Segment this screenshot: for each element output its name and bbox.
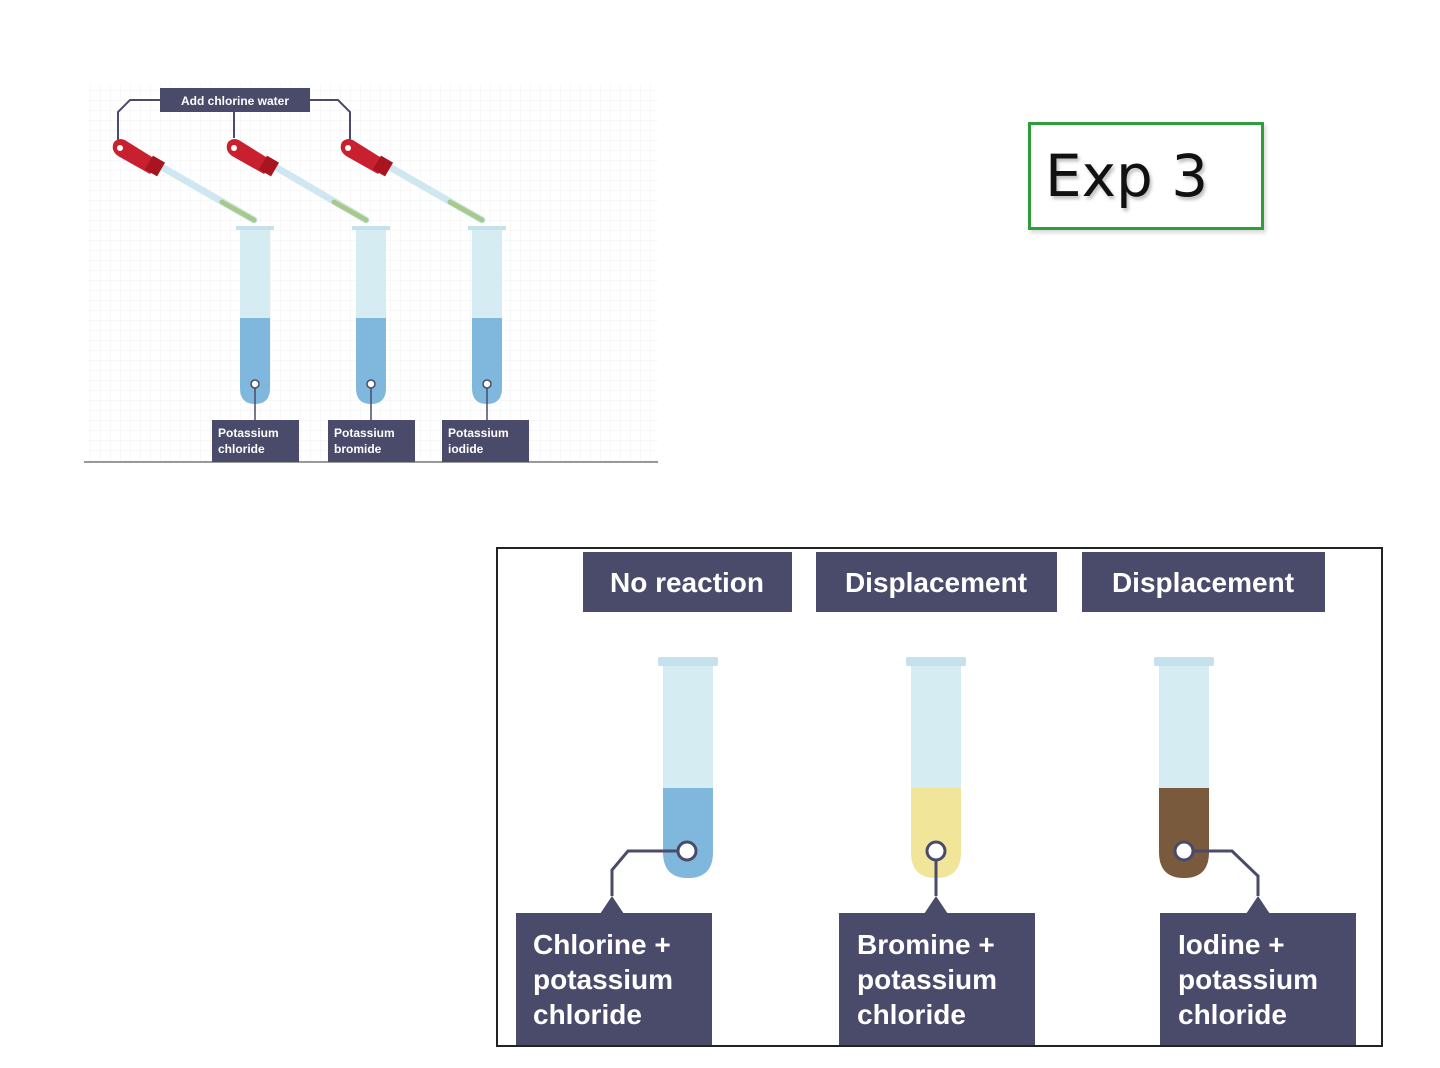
setup-label-2-line1: Potassium [334,426,395,440]
result-label-2: Bromine + potassium chloride [839,913,1035,1045]
setup-label-3: Potassium iodide [442,420,529,462]
setup-label-1-line2: chloride [218,442,265,456]
result-label-3-line2: potassium [1178,964,1318,995]
outcome-header-1: No reaction [583,552,792,612]
outcome-header-3: Displacement [1082,552,1325,612]
outcome-2-text: Displacement [845,567,1027,598]
setup-tube-1 [236,226,274,420]
result-tube-1 [600,657,718,914]
result-label-1-line1: Chlorine + [533,929,671,960]
setup-tube-3 [468,226,506,420]
results-panel: No reaction Displacement Displacement [496,547,1383,1047]
result-label-3: Iodine + potassium chloride [1160,913,1356,1045]
result-label-2-line1: Bromine + [857,929,995,960]
dropper-1 [112,139,258,224]
result-tube-2 [906,657,966,914]
result-label-1-line3: chloride [533,999,642,1030]
dropper-2 [226,139,370,224]
outcome-1-text: No reaction [610,567,764,598]
setup-label-3-line2: iodide [448,442,484,456]
result-label-1: Chlorine + potassium chloride [516,913,712,1045]
setup-label-1: Potassium chloride [212,420,299,462]
result-tube-3 [1154,657,1270,914]
setup-illustration: Add chlorine water [84,84,658,463]
setup-label-2-line2: bromide [334,442,382,456]
experiment-label-box: Exp 3 [1028,122,1264,230]
result-label-2-line3: chloride [857,999,966,1030]
result-label-2-line2: potassium [857,964,997,995]
dropper-label-box [160,88,310,112]
experiment-label: Exp 3 [1045,142,1209,210]
setup-label-3-line1: Potassium [448,426,509,440]
dropper-label: Add chlorine water [181,94,289,108]
outcome-header-2: Displacement [816,552,1057,612]
result-label-3-line3: chloride [1178,999,1287,1030]
result-label-1-line2: potassium [533,964,673,995]
dropper-3 [340,139,486,224]
setup-tube-2 [352,226,390,420]
dropper-connectors [117,99,351,142]
setup-label-1-line1: Potassium [218,426,279,440]
outcome-3-text: Displacement [1112,567,1294,598]
result-label-3-line1: Iodine + [1178,929,1285,960]
setup-label-2: Potassium bromide [328,420,415,462]
